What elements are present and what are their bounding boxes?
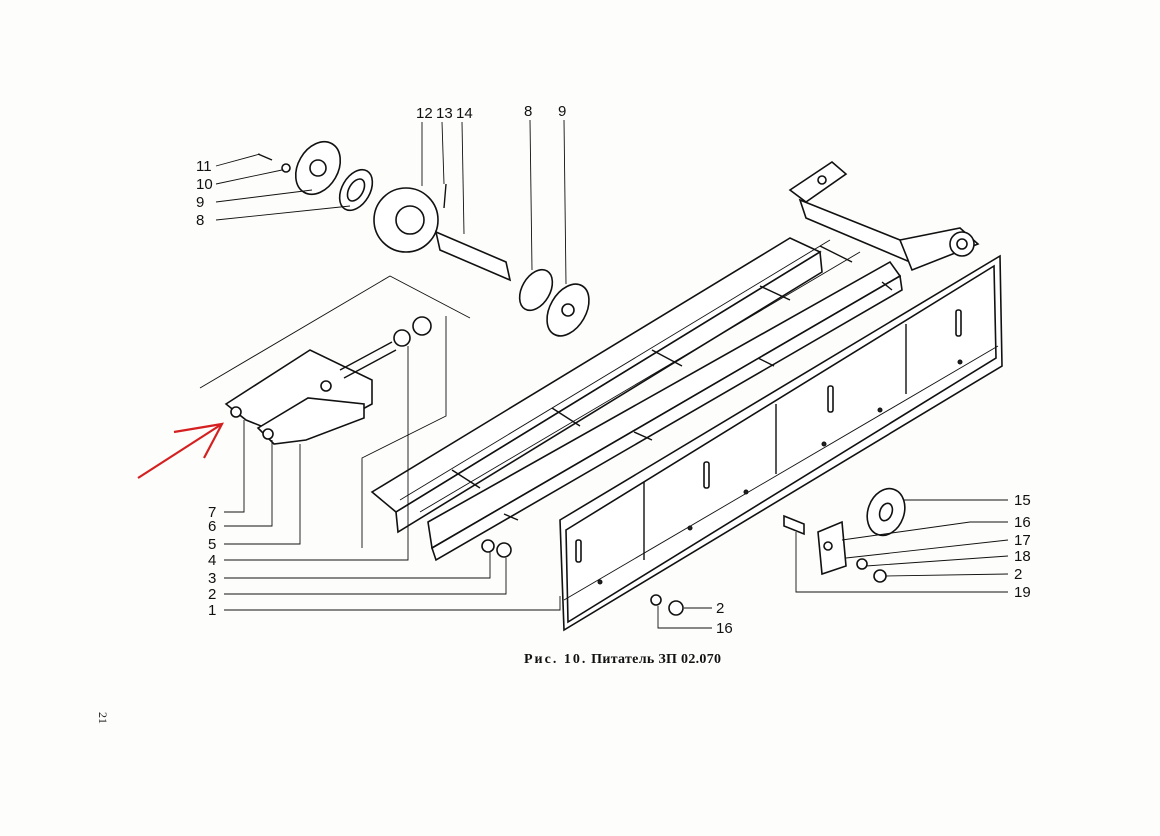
callout-roller-group-16: 16 (1014, 514, 1031, 531)
callout-top-9: 9 (558, 103, 566, 120)
callout-roller-group-2: 2 (1014, 566, 1022, 583)
callout-lower-left-6: 6 (208, 518, 216, 535)
callout-top-8: 8 (524, 103, 532, 120)
roller-group (783, 487, 906, 583)
figure-number: Рис. 10. (524, 652, 588, 667)
group-boundary-lines (199, 275, 471, 548)
figure-caption: Рис. 10. Питатель ЗП 02.070 (524, 652, 721, 668)
page-number: 21 (96, 712, 110, 724)
callout-lower-left-1: 1 (208, 602, 216, 619)
callout-top-12: 12 (416, 105, 433, 122)
callout-top-13: 13 (436, 105, 453, 122)
figure-title: Питатель ЗП 02.070 (591, 652, 722, 667)
callout-top-14: 14 (456, 105, 473, 122)
callout-roller-group-17: 17 (1014, 532, 1031, 549)
red-pointer-arrow (137, 422, 225, 479)
callout-lower-left-5: 5 (208, 536, 216, 553)
callout-roller-group-18: 18 (1014, 548, 1031, 565)
callout-nut-group-16: 16 (716, 620, 733, 637)
callout-roller-group-15: 15 (1014, 492, 1031, 509)
callout-upper-left-9: 9 (196, 194, 204, 211)
callout-upper-left-10: 10 (196, 176, 213, 193)
callout-nut-group-2: 2 (716, 600, 724, 617)
callout-lower-left-3: 3 (208, 570, 216, 587)
leader-lines (215, 119, 1009, 629)
callout-roller-group-19: 19 (1014, 584, 1031, 601)
callout-lower-left-2: 2 (208, 586, 216, 603)
fastener-groups (481, 539, 684, 616)
side-plate (559, 254, 1003, 632)
callout-upper-left-8: 8 (196, 212, 204, 229)
callout-upper-left-11: 11 (196, 158, 212, 175)
frame-studs (503, 281, 893, 521)
sprocket-shaft-group (257, 140, 590, 337)
callout-lower-left-4: 4 (208, 552, 216, 569)
tensioner-bracket (224, 316, 432, 445)
feeder-frame (370, 160, 980, 562)
callout-lower-left-7: 7 (208, 504, 216, 521)
